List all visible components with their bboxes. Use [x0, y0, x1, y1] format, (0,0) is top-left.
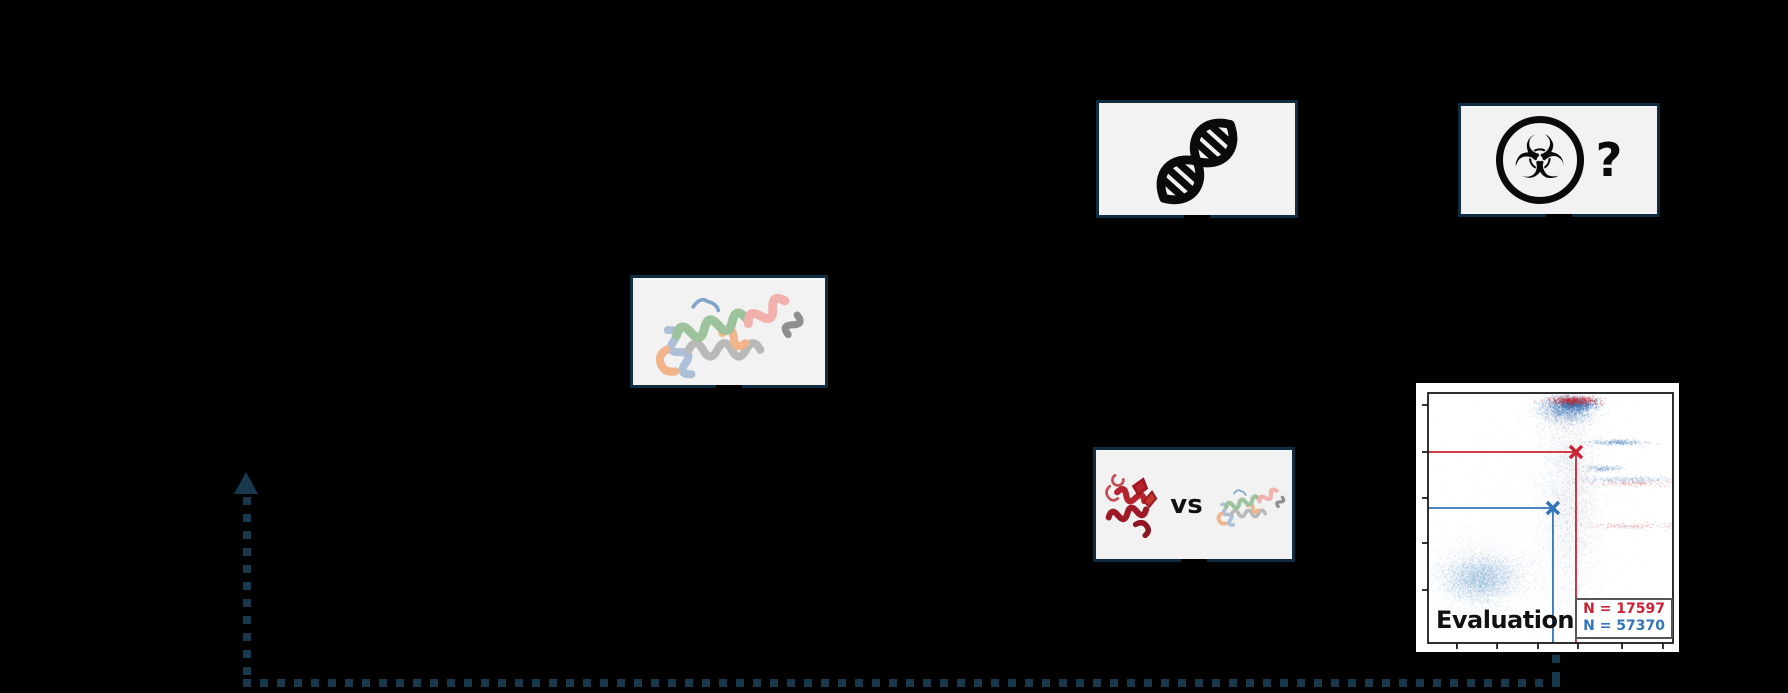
comparison-panel: vs: [1093, 447, 1295, 565]
generated-protein-image: [1096, 457, 1164, 553]
dna-icon: [1156, 118, 1238, 205]
biohazard-glyph: ☣: [1512, 123, 1567, 193]
feedback-arrowhead: [234, 472, 258, 494]
biohazard-panel: ☣ ?: [1458, 103, 1660, 220]
legend-red-label: N = 17597: [1583, 601, 1665, 618]
designed-protein-panel: [630, 275, 828, 391]
feedback-arrow-stub: [1552, 655, 1560, 679]
connector-notch: [1184, 215, 1210, 221]
connector-notch: [1546, 214, 1572, 220]
legend-blue-label: N = 57370: [1583, 618, 1665, 635]
connector-notch: [1181, 559, 1207, 565]
feedback-arrow-vertical: [243, 497, 251, 679]
question-mark-label: ?: [1595, 133, 1623, 187]
evaluation-panel: Evaluation N = 17597 N = 57370: [1416, 383, 1679, 652]
evaluation-title: Evaluation: [1436, 606, 1575, 634]
connector-notch: [716, 385, 742, 391]
dna-panel: [1096, 100, 1298, 221]
biohazard-icon: ☣: [1495, 116, 1584, 204]
reference-protein-image: [1209, 461, 1292, 549]
feedback-arrow-horizontal: [243, 679, 1560, 687]
vs-label: vs: [1170, 489, 1203, 520]
legend-box: N = 17597 N = 57370: [1575, 598, 1673, 639]
protein-ribbon-image: [638, 280, 820, 383]
